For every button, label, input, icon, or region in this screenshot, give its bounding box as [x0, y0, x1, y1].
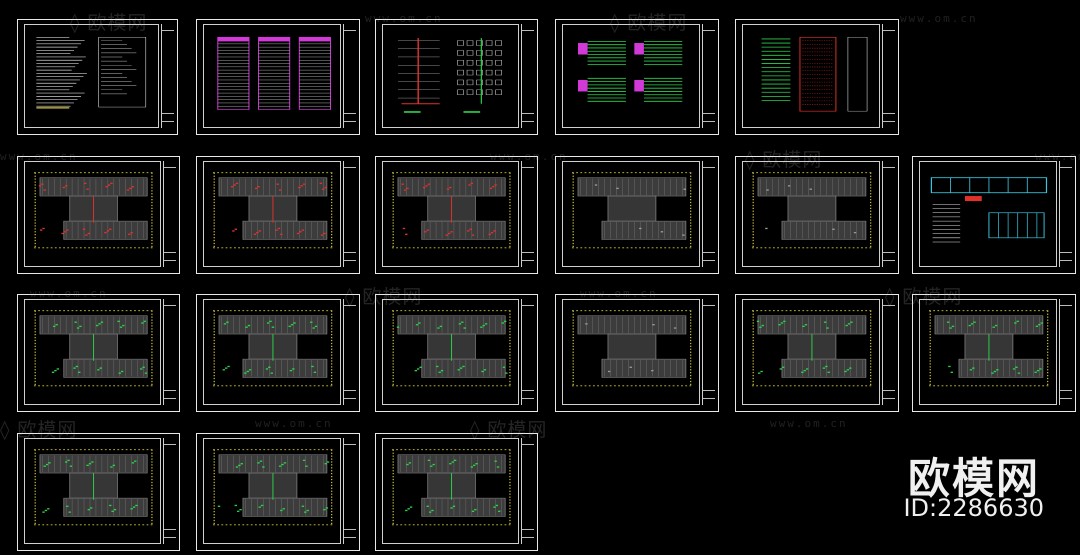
- drawing-sheet-thumbnail[interactable]: [555, 19, 719, 135]
- sheet-drawing: [929, 309, 1050, 393]
- watermark-url: www.om.cn: [365, 12, 443, 25]
- title-block: [702, 24, 715, 128]
- drawing-sheet-thumbnail[interactable]: [735, 156, 899, 274]
- title-block: [882, 299, 895, 405]
- sheet-drawing: [572, 309, 693, 393]
- title-block: [1059, 299, 1072, 405]
- drawing-sheet-thumbnail[interactable]: [555, 156, 719, 274]
- sheet-border: [203, 438, 341, 544]
- title-block: [882, 24, 895, 128]
- sheet-border: [562, 24, 700, 128]
- sheet-drawing: [213, 309, 334, 393]
- sheet-drawing: [34, 309, 154, 393]
- drawing-sheet-thumbnail[interactable]: [735, 294, 899, 412]
- title-block: [702, 161, 715, 267]
- drawing-sheet-thumbnail[interactable]: [196, 156, 360, 274]
- sheet-drawing: [572, 171, 693, 255]
- drawing-sheet-thumbnail[interactable]: [196, 19, 360, 135]
- watermark-text: ◊ 欧模网: [470, 419, 548, 441]
- drawing-sheet-thumbnail[interactable]: [375, 433, 538, 551]
- title-block: [521, 438, 534, 544]
- sheet-border: [382, 438, 519, 544]
- drawing-sheet-thumbnail[interactable]: [735, 19, 899, 135]
- sheet-drawing: [392, 34, 511, 116]
- drawing-sheet-thumbnail[interactable]: [375, 156, 538, 274]
- sheet-border: [742, 299, 880, 405]
- sheet-border: [919, 161, 1057, 267]
- title-block: [521, 299, 534, 405]
- sheet-border: [382, 161, 519, 267]
- drawing-sheet-thumbnail[interactable]: [17, 433, 180, 551]
- watermark-url: www.om.cn: [1035, 150, 1080, 163]
- sheet-border: [24, 24, 159, 128]
- watermark-text: ◊ 欧模网: [0, 419, 78, 441]
- sheet-drawing: [572, 34, 692, 116]
- sheet-drawing: [752, 34, 872, 116]
- watermark-text: ◊ 欧模网: [745, 149, 823, 171]
- sheet-drawing: [752, 309, 873, 393]
- sheet-drawing: [213, 34, 333, 116]
- sheet-drawing: [392, 448, 512, 532]
- sheet-drawing: [34, 448, 154, 532]
- sheet-drawing: [392, 171, 512, 255]
- sheet-drawing: [34, 34, 152, 116]
- sheet-border: [562, 161, 700, 267]
- title-block: [702, 299, 715, 405]
- watermark-url: www.om.cn: [255, 417, 333, 430]
- watermark-url: www.om.cn: [900, 12, 978, 25]
- watermark-text: ◊ 欧模网: [345, 286, 423, 308]
- title-block: [163, 299, 176, 405]
- title-block: [1059, 161, 1072, 267]
- title-block: [163, 161, 176, 267]
- sheet-border: [203, 299, 341, 405]
- watermark-url: www.om.cn: [770, 417, 848, 430]
- sheet-border: [24, 161, 161, 267]
- drawing-sheet-thumbnail[interactable]: [912, 294, 1076, 412]
- sheet-drawing: [34, 171, 154, 255]
- title-block: [343, 438, 356, 544]
- sheet-border: [24, 299, 161, 405]
- title-block: [163, 438, 176, 544]
- watermark-text: ◊ 欧模网: [610, 12, 688, 34]
- drawing-sheet-thumbnail[interactable]: [375, 19, 538, 135]
- title-block: [343, 24, 356, 128]
- watermark-url: www.om.cn: [580, 287, 658, 300]
- sheet-drawing: [929, 171, 1049, 255]
- title-block: [343, 161, 356, 267]
- watermark-text: ◊ 欧模网: [70, 12, 148, 34]
- drawing-sheet-thumbnail[interactable]: [17, 294, 180, 412]
- title-block: [521, 24, 534, 128]
- sheet-drawing: [752, 171, 873, 255]
- sheet-border: [562, 299, 700, 405]
- brand-id: ID:2286630: [903, 494, 1044, 522]
- brand-logo-text: 欧模网: [907, 454, 1040, 503]
- drawing-sheet-thumbnail[interactable]: [912, 156, 1076, 274]
- sheet-border: [742, 161, 880, 267]
- sheet-border: [919, 299, 1057, 405]
- title-block: [882, 161, 895, 267]
- sheet-border: [382, 24, 519, 128]
- drawing-sheet-thumbnail[interactable]: [375, 294, 538, 412]
- sheet-border: [203, 161, 341, 267]
- watermark-url: www.om.cn: [30, 287, 108, 300]
- drawing-sheet-thumbnail[interactable]: [196, 294, 360, 412]
- title-block: [161, 24, 174, 128]
- sheet-border: [203, 24, 341, 128]
- sheet-drawing: [213, 171, 334, 255]
- watermark-url: www.om.cn: [0, 150, 78, 163]
- sheet-border: [742, 24, 880, 128]
- drawing-sheet-thumbnail[interactable]: [555, 294, 719, 412]
- sheet-drawing: [213, 448, 334, 532]
- drawing-sheet-thumbnail[interactable]: [17, 19, 178, 135]
- watermark-url: www.om.cn: [490, 150, 568, 163]
- drawing-sheet-thumbnail[interactable]: [17, 156, 180, 274]
- title-block: [521, 161, 534, 267]
- watermark-text: ◊ 欧模网: [885, 286, 963, 308]
- drawing-sheet-thumbnail[interactable]: [196, 433, 360, 551]
- sheet-drawing: [392, 309, 512, 393]
- sheet-border: [24, 438, 161, 544]
- title-block: [343, 299, 356, 405]
- sheet-border: [382, 299, 519, 405]
